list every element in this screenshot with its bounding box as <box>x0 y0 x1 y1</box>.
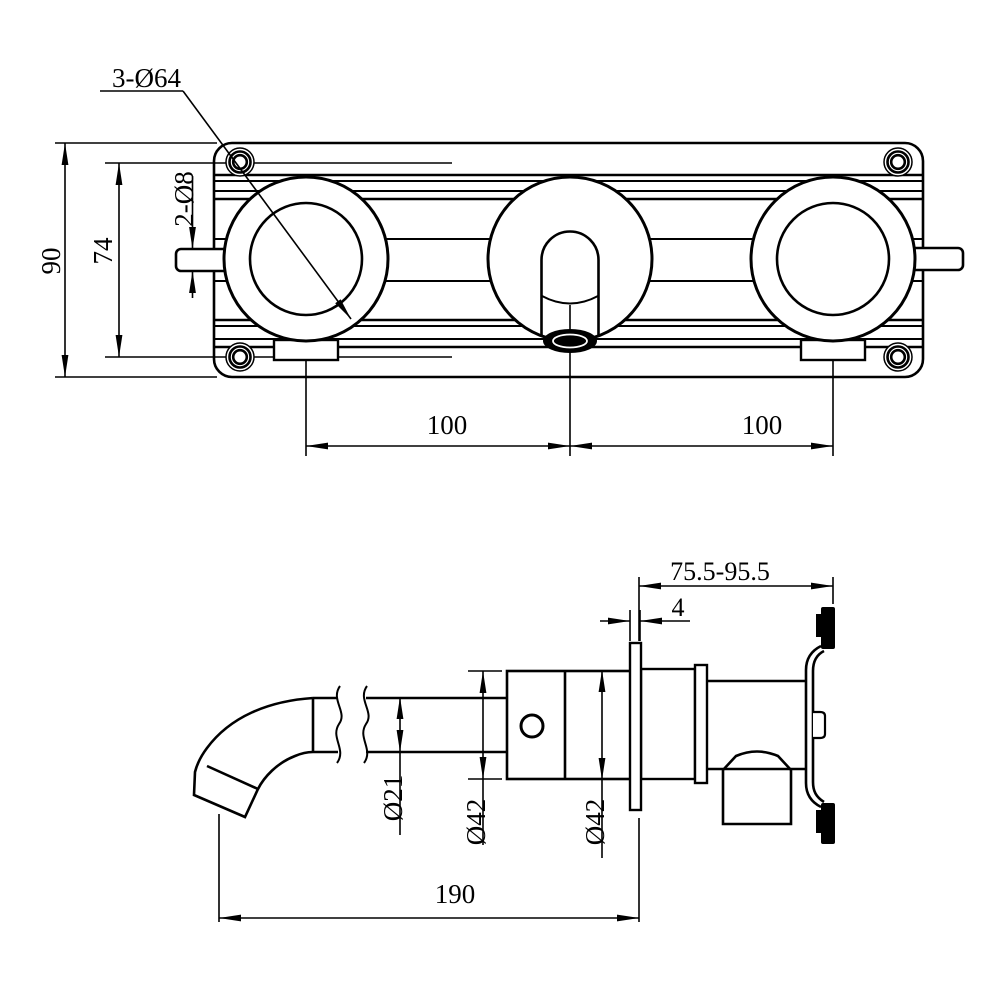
right-handle-knob-outer <box>749 175 917 343</box>
dim-d42-rear: Ø42 <box>580 670 610 858</box>
wall-flange <box>628 641 643 812</box>
dim-d42-front: Ø42 <box>461 670 502 846</box>
dim-depth-range-label: 75.5-95.5 <box>670 557 770 586</box>
dim-reach: 190 <box>218 814 640 922</box>
bracket-pad-top <box>821 607 835 649</box>
bracket-outer-edge <box>804 644 822 809</box>
spout-outlet <box>543 329 597 353</box>
spout-tube <box>313 685 507 764</box>
set-screw-hole <box>519 713 545 739</box>
dim-d42-rear-label: Ø42 <box>580 799 610 846</box>
dim-2x8: 2-Ø8 <box>169 171 199 298</box>
dim-90-label: 90 <box>36 248 66 275</box>
spout-elbow-outline <box>192 696 314 819</box>
bracket-tab <box>813 710 827 740</box>
dim-100-100: 100 100 <box>305 360 834 456</box>
dim-2x8-label: 2-Ø8 <box>169 171 199 227</box>
screw-top-left <box>225 147 255 177</box>
dim-100-left-label: 100 <box>427 410 468 440</box>
callout-3x64: 3-Ø64 <box>100 63 352 320</box>
dim-flange-thickness: 4 <box>600 593 690 641</box>
dim-100-right-label: 100 <box>742 410 783 440</box>
dim-d21: Ø21 <box>378 697 408 835</box>
right-handle-knob-inner <box>775 201 891 317</box>
dim-74-label: 74 <box>88 237 118 265</box>
side-view: Ø21 Ø42 Ø42 75.5-95.5 <box>192 557 835 922</box>
dim-74: 74 <box>88 163 123 357</box>
valve-body <box>505 669 633 781</box>
callout-3x64-label: 3-Ø64 <box>112 63 181 93</box>
left-knob-mounting-tab <box>272 338 340 362</box>
dim-d42-front-label: Ø42 <box>461 799 491 846</box>
locking-ring <box>693 663 709 785</box>
right-knob-mounting-tab <box>799 338 867 362</box>
break-symbol-left <box>335 685 343 764</box>
bracket-pad-top-inner <box>816 614 822 637</box>
mounting-bracket <box>804 607 835 844</box>
screw-top-right <box>883 147 913 177</box>
dim-d21-label: Ø21 <box>378 775 408 822</box>
screw-bottom-left <box>225 342 255 372</box>
rear-body-section <box>639 667 697 781</box>
spout-tip-curve <box>541 295 599 305</box>
spout-front <box>540 230 600 456</box>
dim-reach-label: 190 <box>435 879 476 909</box>
spout-elbow <box>192 696 315 819</box>
mounting-screws <box>225 147 913 372</box>
left-handle-knob-inner <box>248 201 364 317</box>
dim-90: 90 <box>36 142 217 378</box>
bracket-pad-bottom <box>821 803 835 844</box>
in-wall-body <box>639 663 806 826</box>
front-view: 90 74 2-Ø8 3-Ø64 <box>36 63 965 456</box>
spout-body-front <box>540 230 600 336</box>
bracket-pad-bottom-inner <box>816 810 822 833</box>
screw-bottom-right <box>883 342 913 372</box>
dim-flange-thickness-label: 4 <box>672 593 685 622</box>
spout-outlet-highlight <box>552 333 588 349</box>
dim-depth-range: 75.5-95.5 <box>638 557 834 641</box>
inlet-hex-fitting <box>721 750 793 826</box>
spout-collar-line <box>206 764 259 791</box>
